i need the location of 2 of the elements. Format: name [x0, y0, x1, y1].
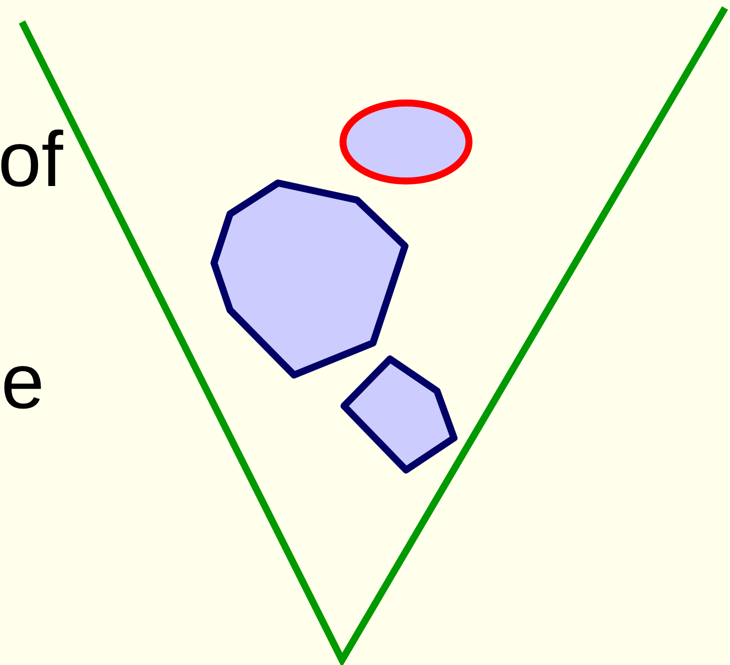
text-fragment: e — [1, 342, 44, 420]
text-fragment: of — [0, 120, 64, 198]
